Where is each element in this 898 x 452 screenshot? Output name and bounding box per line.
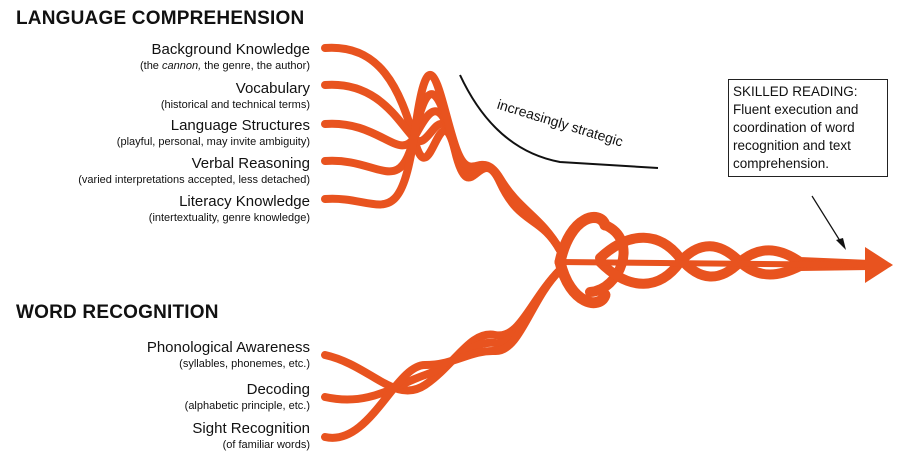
word-recognition-heading: WORD RECOGNITION (16, 302, 219, 323)
strand-label: Language Structures (170, 117, 310, 134)
strand-detail: (the cannon, the genre, the author) (139, 60, 310, 72)
pointer-arrow-line (811, 195, 843, 245)
strand-label: Decoding (246, 381, 310, 398)
strand-detail: (playful, personal, may invite ambiguity… (116, 136, 310, 148)
skilled-reading-line: SKILLED READING: (733, 84, 858, 99)
strand-label: Sight Recognition (192, 420, 310, 437)
strand-detail: (varied interpretations accepted, less d… (78, 174, 310, 186)
skilled-reading-line: comprehension. (733, 156, 830, 171)
skilled-reading-line: Fluent execution and (733, 102, 859, 117)
pointer-arrow-head (836, 238, 846, 250)
braid-strand-b (595, 241, 875, 289)
word-recognition-strand (321, 266, 564, 404)
strand-vocabulary: Vocabulary (historical and technical ter… (161, 79, 310, 112)
strand-language-structures: Language Structures (playful, personal, … (117, 116, 310, 149)
skilled-reading-box: SKILLED READING: Fluent execution and co… (728, 79, 888, 177)
strand-background-knowledge: Background Knowledge (the cannon, the ge… (140, 40, 310, 73)
strand-sight-recognition: Sight Recognition (of familiar words) (192, 419, 310, 452)
braid-loop-lower (554, 256, 611, 309)
skilled-reading-line: coordination of word (733, 120, 855, 135)
strand-detail: (alphabetic principle, etc.) (184, 400, 310, 412)
strand-label: Verbal Reasoning (191, 155, 310, 172)
strategic-curve (459, 74, 659, 169)
strand-verbal-reasoning: Verbal Reasoning (varied interpretations… (78, 154, 310, 187)
braid-core (557, 259, 873, 268)
strand-detail: (of familiar words) (222, 439, 310, 451)
strand-label: Phonological Awareness (146, 339, 310, 356)
skilled-reading-line: recognition and text (733, 138, 851, 153)
strand-literacy-knowledge: Literacy Knowledge (intertextuality, gen… (149, 192, 310, 225)
strand-phonological-awareness: Phonological Awareness (syllables, phone… (147, 338, 310, 371)
language-comprehension-heading: LANGUAGE COMPREHENSION (16, 8, 305, 29)
strand-detail: (syllables, phonemes, etc.) (179, 358, 310, 370)
word-recognition-strand (321, 266, 564, 442)
strand-decoding: Decoding (alphabetic principle, etc.) (185, 380, 310, 413)
strand-detail: (intertextuality, genre knowledge) (148, 212, 310, 224)
braid-strand-a (595, 232, 875, 282)
strand-label: Background Knowledge (151, 41, 310, 58)
language-comprehension-strand (321, 70, 564, 254)
strand-label: Vocabulary (235, 80, 310, 97)
rope-arrowhead (865, 247, 893, 283)
strand-label: Literacy Knowledge (179, 193, 310, 210)
strand-detail: (historical and technical terms) (160, 99, 310, 111)
